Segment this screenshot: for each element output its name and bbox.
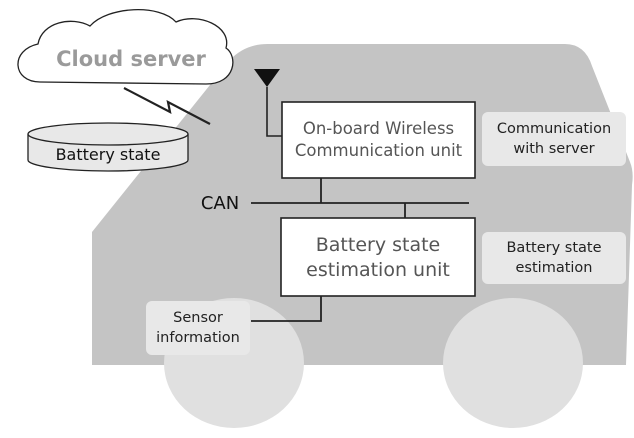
wireless-unit-box	[281, 101, 476, 179]
communication-callout: Communication with server	[482, 112, 626, 166]
database-icon	[27, 122, 189, 172]
wireless-unit-label: On-board Wireless Communication unit	[294, 119, 463, 160]
front-wheel	[443, 298, 583, 428]
can-label: CAN	[200, 192, 240, 214]
sensor-callout: Sensor information	[146, 301, 250, 355]
sensor-connector	[251, 296, 322, 322]
estimation-callout: Battery state estimation	[482, 232, 626, 284]
antenna-wire	[266, 87, 282, 137]
database-label: Battery state	[55, 144, 161, 164]
estimation-unit-box	[280, 217, 476, 297]
estimation-unit-label: Battery state estimation unit	[306, 234, 450, 281]
wireless-link-icon	[123, 87, 211, 125]
cloud-shape	[17, 9, 234, 85]
antenna-icon	[254, 69, 280, 87]
cloud-label: Cloud server	[56, 47, 206, 71]
